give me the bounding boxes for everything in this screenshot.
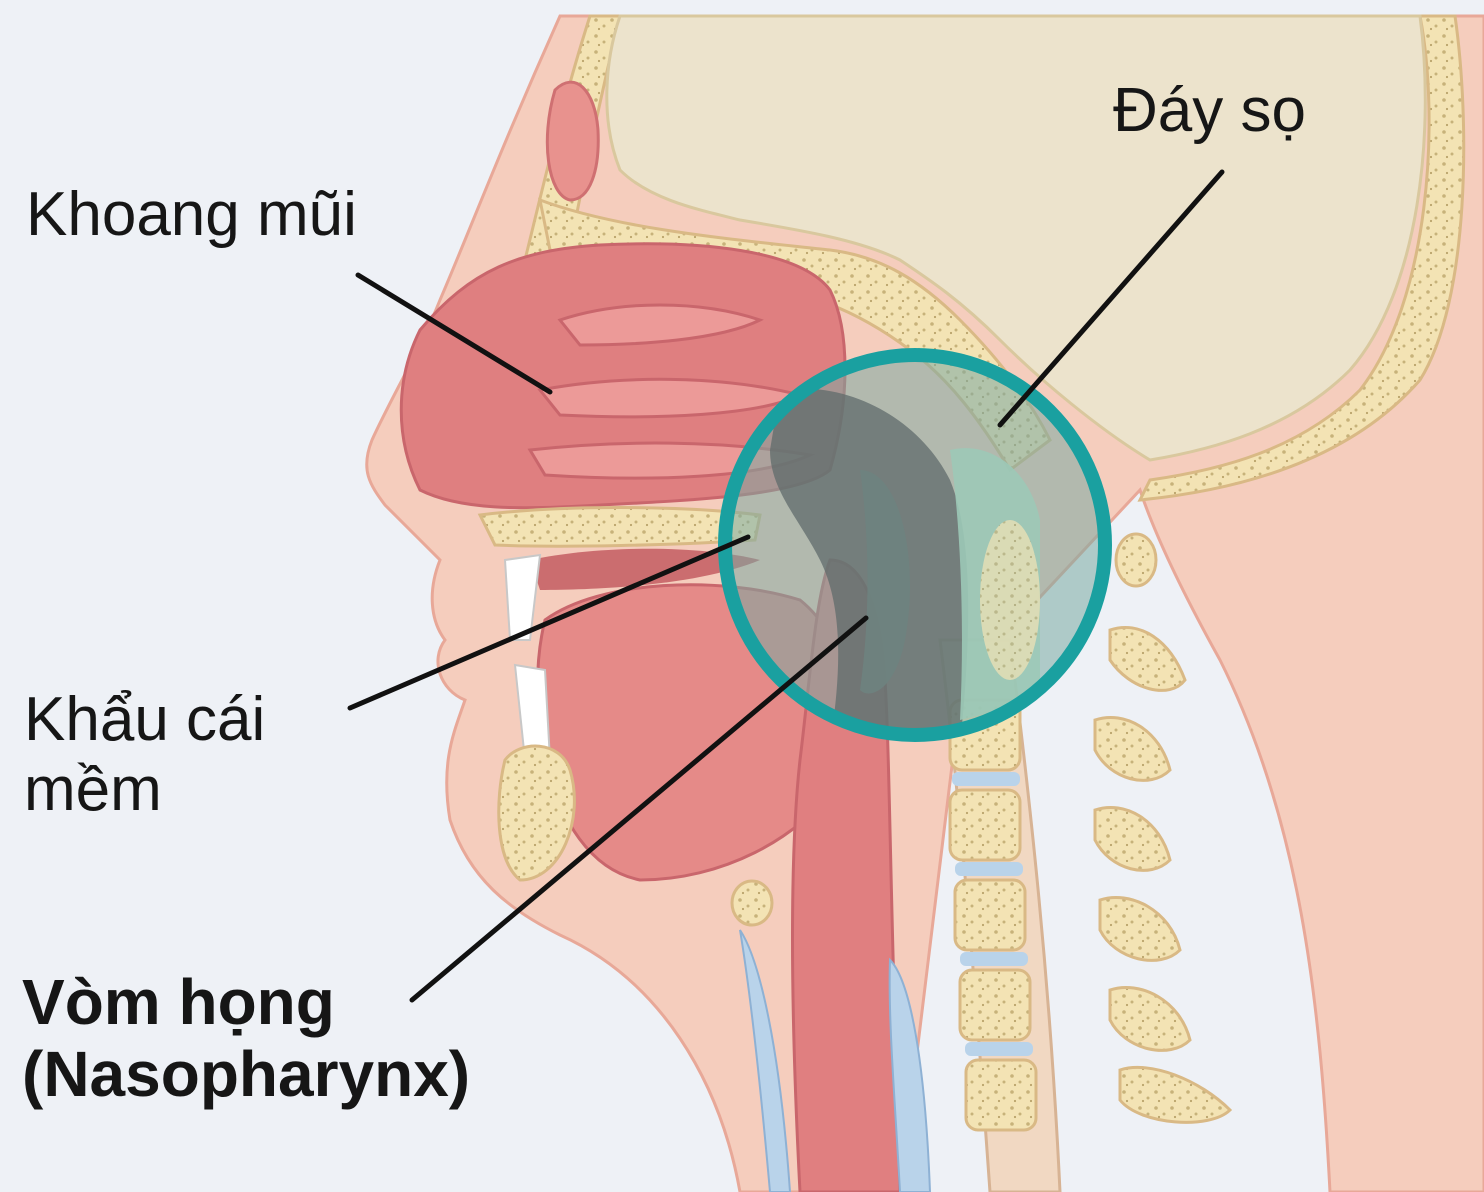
label-soft-palate: Khẩu cái mềm: [24, 685, 265, 825]
label-nasopharynx: Vòm họng (Nasopharynx): [22, 966, 470, 1111]
label-soft-palate-line1: Khẩu cái: [24, 685, 265, 755]
frontal-sinus: [547, 82, 598, 200]
hyoid-bone: [732, 881, 772, 925]
label-soft-palate-line2: mềm: [24, 755, 265, 825]
label-nasal-cavity: Khoang mũi: [26, 180, 357, 250]
label-nasal-cavity-text: Khoang mũi: [26, 180, 357, 250]
label-nasopharynx-line2: (Nasopharynx): [22, 1038, 470, 1110]
label-nasopharynx-line1: Vòm họng: [22, 966, 470, 1038]
label-skull-base-text: Đáy sọ: [1113, 76, 1306, 146]
hard-palate: [480, 508, 760, 547]
label-skull-base: Đáy sọ: [1113, 76, 1306, 146]
